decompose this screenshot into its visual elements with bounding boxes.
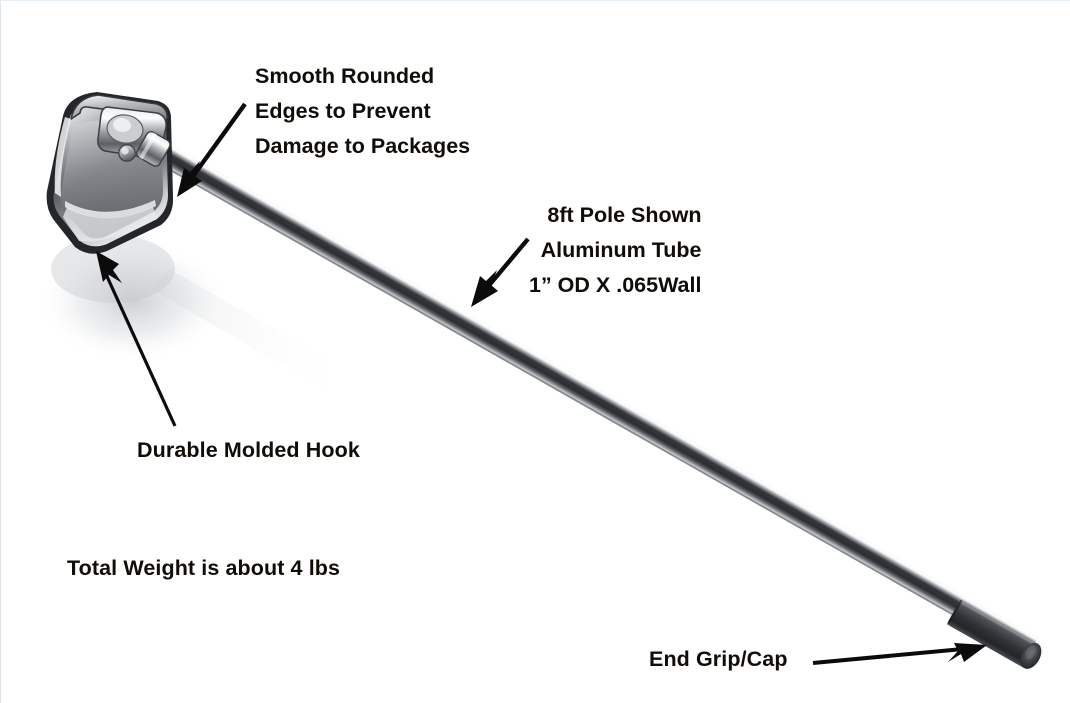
arrow-durable-hook [96,251,177,427]
annotation-durable-hook: Durable Molded Hook [137,438,360,462]
end-grip-cap [946,599,1042,669]
annotation-end-grip: End Grip/Cap [649,647,788,671]
arrow-smooth-edges [177,102,247,197]
annotation-aluminum-tube-line1: 8ft Pole Shown [547,203,702,227]
arrow-end-grip [812,643,987,665]
molded-hook-head [46,92,174,254]
annotation-total-weight: Total Weight is about 4 lbs [67,556,341,580]
annotation-aluminum-tube-line2: Aluminum Tube [540,238,702,262]
arrow-aluminum-tube [471,237,530,307]
pole-reflection [151,269,353,393]
annotation-smooth-edges: Smooth Rounded Edges to Prevent Damage t… [255,59,470,164]
annotation-aluminum-tube: 8ft Pole Shown Aluminum Tube 1” OD X .06… [529,198,701,303]
hook-mount-bracket [97,106,171,167]
aluminum-pole [146,137,1039,658]
annotation-aluminum-tube-line3: 1” OD X .065Wall [529,273,702,297]
annotation-smooth-edges-line1: Smooth Rounded [255,64,435,88]
annotation-smooth-edges-line3: Damage to Packages [255,134,471,158]
annotation-smooth-edges-line2: Edges to Prevent [255,99,431,123]
